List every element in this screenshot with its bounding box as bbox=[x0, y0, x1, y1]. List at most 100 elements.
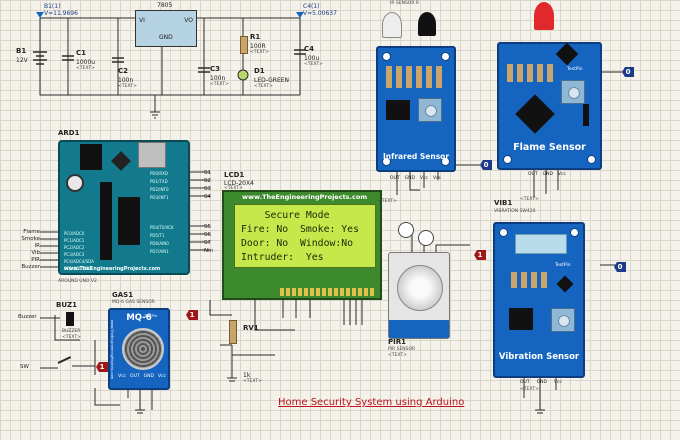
c2-value: 100n bbox=[118, 77, 134, 84]
gas-pin-vcc: Vcc bbox=[118, 374, 127, 379]
c2-text: <TEXT> bbox=[118, 84, 137, 89]
page-title: Home Security System using Arduino bbox=[278, 397, 465, 408]
regulator-gnd: GND bbox=[159, 34, 173, 41]
gas-logic-badge: 1 bbox=[186, 310, 198, 320]
arduino-left-net-labels: Flame Smoke IR Vib PIR Buzzer bbox=[6, 229, 40, 271]
lcd-screen: Secure Mode Fire: No Smoke: Yes Door: No… bbox=[234, 204, 376, 268]
net-label-nin: Nin bbox=[204, 248, 214, 254]
r1-ref: R1 bbox=[250, 33, 261, 41]
c4-value: 100u bbox=[304, 55, 320, 62]
flame-logic-badge: 0 bbox=[622, 67, 634, 77]
vibration-ref: VIB1 bbox=[494, 199, 513, 207]
pir-text: <TEXT> bbox=[388, 353, 407, 358]
ir-mount-hole bbox=[382, 157, 391, 166]
flame-led bbox=[534, 2, 554, 30]
switch-net-label: SW bbox=[20, 364, 29, 370]
rv1-value: 1k bbox=[243, 372, 251, 379]
arduino-left-pin-name: PC2/ADC2 bbox=[64, 245, 85, 250]
pir-part: PIR SENSOR bbox=[388, 347, 416, 352]
arduino-board: PC0/ADC0 PC1/ADC1 PC2/ADC2 PC3/ADC3 PC4/… bbox=[58, 140, 190, 275]
rv1-text: <TEXT> bbox=[243, 379, 262, 384]
regulator-vi: VI bbox=[139, 17, 145, 24]
battery-ref: B1 bbox=[16, 47, 27, 55]
probe-c4-value: V=5.00637 bbox=[303, 10, 337, 17]
flame-sensor-module: TestPin Flame Sensor bbox=[497, 42, 602, 170]
vibration-part: VIBRATION SW420 bbox=[494, 209, 536, 214]
ir-mount-hole bbox=[441, 52, 450, 61]
vibration-logic-badge: 0 bbox=[614, 262, 626, 272]
arduino-right-net-labels: S1 S2 S3 S4 S5 S6 S7 Nin bbox=[204, 169, 213, 255]
net-label-smoke: Smoke bbox=[21, 236, 40, 242]
rv1-ref: RV1 bbox=[243, 324, 259, 332]
net-label-pir: PIR bbox=[31, 257, 40, 263]
vibration-switch bbox=[515, 234, 567, 254]
ir-pin-out: OUT bbox=[390, 176, 400, 181]
flame-pin-vcc: Vcc bbox=[557, 172, 566, 177]
c3-value: 100n bbox=[210, 75, 226, 82]
probe-b1-name: B1(1) bbox=[44, 3, 61, 10]
flame-pin-gnd: GND bbox=[542, 172, 553, 177]
gas-pin-gnd: GND bbox=[143, 374, 154, 379]
arduino-right-pin-name: PD2/INT0 bbox=[150, 187, 169, 192]
ir-pin-labels: OUT GND Vcc Vss bbox=[390, 176, 441, 181]
arduino-mcu-chip bbox=[118, 197, 140, 245]
c3-ref: C3 bbox=[210, 65, 221, 73]
arduino-power-jack bbox=[80, 144, 102, 170]
buzzer-net-label: Buzzer bbox=[18, 314, 37, 320]
vibration-indicator bbox=[556, 275, 574, 293]
gas-pin-vcc-2: Vcc bbox=[157, 374, 166, 379]
gas-brand: www.TheEngineeringProjects.com bbox=[110, 320, 114, 380]
ir-led-emitter bbox=[382, 12, 402, 38]
arduino-subtitle: AROUND UNO V2 bbox=[58, 279, 97, 284]
flame-mount-hole bbox=[503, 155, 512, 164]
arduino-right-pin-names: PD0/RXD PD1/TXD PD2/INT0 PD3/INT1 PD4/T0… bbox=[150, 170, 190, 256]
arduino-left-pin-name: PC4/ADC4/SDA bbox=[64, 259, 94, 264]
net-label-flame: Flame bbox=[23, 229, 40, 235]
ir-pin-vss: Vss bbox=[432, 176, 441, 181]
pir-trim-pot-2 bbox=[418, 230, 434, 246]
ir-comparator-ic bbox=[386, 100, 410, 120]
regulator-ref: 7805 bbox=[157, 2, 173, 9]
arduino-crystal bbox=[111, 151, 131, 171]
ir-logic-badge: 0 bbox=[480, 160, 492, 170]
vibration-mount-hole bbox=[499, 228, 508, 237]
vibration-mount-hole bbox=[570, 228, 579, 237]
vibration-pin-labels: OUT GND Vcc bbox=[520, 380, 562, 385]
vibration-resistor-bank bbox=[511, 272, 549, 288]
potentiometer-rv1 bbox=[229, 320, 237, 344]
flame-mount-hole bbox=[587, 155, 596, 164]
lcd-line-4: Intruder: Yes bbox=[241, 252, 324, 263]
vibration-sensor-label: Vibration Sensor bbox=[498, 352, 580, 362]
vibration-pin-gnd: GND bbox=[536, 380, 547, 385]
c4-text: <TEXT> bbox=[304, 62, 323, 67]
ir-led-receiver bbox=[418, 12, 436, 36]
pir-logic-badge: 1 bbox=[474, 250, 486, 260]
pir-dome bbox=[397, 265, 443, 311]
pir-trim-pot-1 bbox=[398, 222, 414, 238]
pir-board bbox=[389, 320, 449, 338]
net-label-s4: S4 bbox=[204, 194, 211, 200]
gas-sensor-label: MQ-6 bbox=[126, 313, 152, 323]
gas-sensor-module: MQ-6 TestPin www.TheEngineeringProjects.… bbox=[108, 308, 170, 390]
flame-text: <TEXT> bbox=[520, 197, 539, 202]
gas-pin-out: OUT bbox=[130, 374, 140, 379]
gas-sensing-element bbox=[122, 328, 164, 370]
ir-sensor-module: Infrared Sensor bbox=[376, 46, 456, 172]
c4-ref: C4 bbox=[304, 45, 315, 53]
gas-testpin-label: TestPin bbox=[144, 313, 158, 318]
c1-ref: C1 bbox=[76, 49, 87, 57]
c1-text: <TEXT> bbox=[76, 66, 95, 71]
c1-value: 1000u bbox=[76, 59, 96, 66]
flame-indicator bbox=[555, 42, 579, 66]
c2-ref: C2 bbox=[118, 67, 129, 75]
net-label-s2: S2 bbox=[204, 178, 211, 184]
arduino-ref: ARD1 bbox=[58, 129, 80, 137]
lcd-part: LCD-20X4 bbox=[224, 180, 254, 187]
arduino-right-pin-name: PD7/AIN1 bbox=[150, 249, 169, 254]
d1-text: <TEXT> bbox=[254, 84, 273, 89]
battery-value: 12V bbox=[16, 57, 28, 64]
arduino-right-pin-name: PD3/INT1 bbox=[150, 195, 169, 200]
vibration-comparator-ic bbox=[509, 308, 533, 330]
arduino-brand: www.TheEngineeringProjects.com bbox=[64, 266, 161, 272]
vibration-pin-vcc: Vcc bbox=[553, 380, 562, 385]
